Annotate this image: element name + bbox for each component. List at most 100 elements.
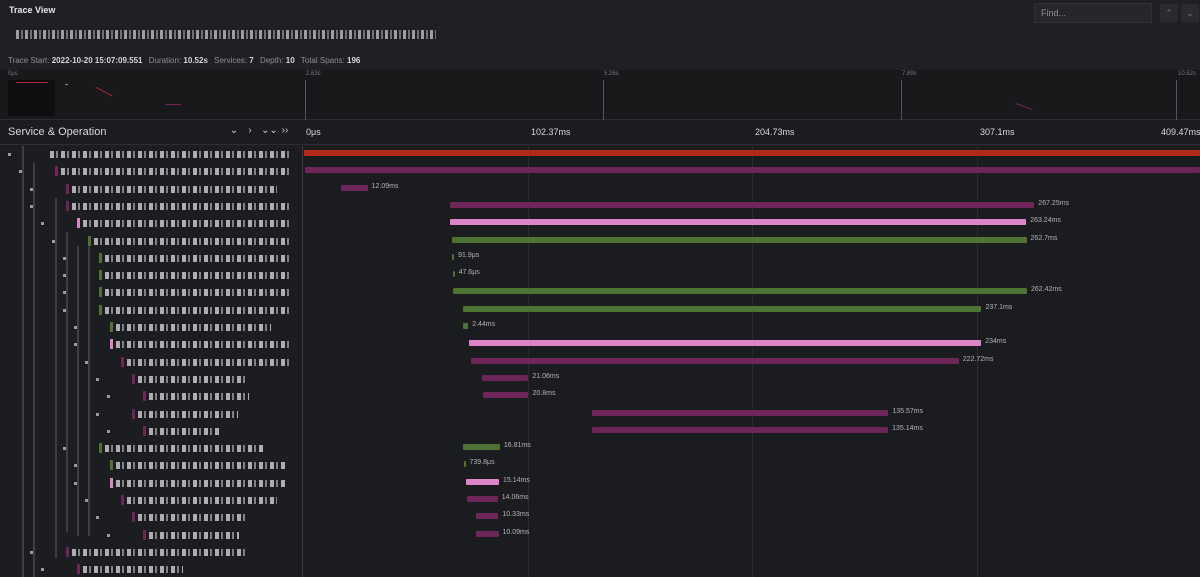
span-bar[interactable] xyxy=(341,184,368,191)
span-bar[interactable] xyxy=(482,392,529,399)
span-duration-label: 12.09ms xyxy=(371,182,399,190)
span-bar[interactable] xyxy=(462,323,469,329)
expand-toggle-icon[interactable] xyxy=(41,222,44,226)
span-tree-row[interactable] xyxy=(0,509,303,526)
span-bar[interactable] xyxy=(465,478,500,485)
minimap-viewport-selection[interactable] xyxy=(8,80,55,116)
expand-toggle-icon[interactable] xyxy=(96,516,99,520)
trace-header: Trace View ⌃ ⌄ Trace Start: 2022-10-20 1… xyxy=(0,0,1200,70)
span-bar[interactable] xyxy=(482,374,529,381)
span-bar[interactable] xyxy=(450,219,1027,226)
span-tree-row[interactable] xyxy=(0,406,303,423)
span-bar[interactable] xyxy=(305,167,1200,174)
service-operation-label-redacted xyxy=(149,427,219,435)
span-tree-row[interactable] xyxy=(0,284,303,301)
span-tree-row[interactable] xyxy=(0,319,303,336)
span-tree-row[interactable] xyxy=(0,423,303,440)
span-tree-row[interactable] xyxy=(0,198,303,215)
span-bar[interactable] xyxy=(304,150,1200,156)
span-tree-row[interactable] xyxy=(0,440,303,457)
expand-toggle-icon[interactable] xyxy=(30,204,33,208)
collapse-all-button[interactable]: ⌄⌄ xyxy=(261,125,278,136)
expand-toggle-icon[interactable] xyxy=(96,377,99,381)
span-tree-row[interactable] xyxy=(0,233,303,250)
span-tree-row[interactable] xyxy=(0,388,303,405)
span-duration-label: 20.8ms xyxy=(532,390,556,398)
span-tree-row[interactable] xyxy=(0,336,303,353)
service-operation-label-redacted xyxy=(116,462,286,470)
expand-toggle-icon[interactable] xyxy=(8,153,11,156)
expand-toggle-icon[interactable] xyxy=(74,326,77,329)
expand-toggle-icon[interactable] xyxy=(41,568,44,572)
service-operation-title: Service & Operation xyxy=(8,126,107,138)
span-bar[interactable] xyxy=(463,444,500,451)
expand-toggle-icon[interactable] xyxy=(30,187,33,191)
expand-toggle-icon[interactable] xyxy=(52,239,55,243)
span-tree-row[interactable] xyxy=(0,561,303,577)
span-bar[interactable] xyxy=(449,201,1035,208)
expand-toggle-icon[interactable] xyxy=(85,360,88,364)
find-input[interactable] xyxy=(1034,3,1152,23)
span-duration-label: 15.14ms xyxy=(503,476,530,484)
trace-minimap[interactable]: 0μs 2.63s 5.26s 7.89s 10.52s xyxy=(0,70,1200,120)
expand-toggle-icon[interactable] xyxy=(74,481,77,485)
service-operation-label-redacted xyxy=(105,254,290,262)
span-tree-row[interactable] xyxy=(0,181,303,198)
expand-toggle-icon[interactable] xyxy=(107,533,110,537)
minimap-span xyxy=(65,84,68,85)
span-bar[interactable] xyxy=(467,496,498,502)
span-tree-row[interactable] xyxy=(0,457,303,474)
expand-toggle-icon[interactable] xyxy=(85,499,88,502)
span-bar[interactable] xyxy=(452,253,455,260)
span-tree-row[interactable] xyxy=(0,371,303,388)
span-tree-row[interactable] xyxy=(0,267,303,284)
expand-toggle-icon[interactable] xyxy=(74,464,77,468)
span-duration-label: 14.06ms xyxy=(501,494,529,501)
span-bar[interactable] xyxy=(463,461,466,468)
service-color-marker xyxy=(143,529,146,540)
expand-toggle-icon[interactable] xyxy=(63,291,66,295)
span-tree-row[interactable] xyxy=(0,544,303,561)
expand-toggle-icon[interactable] xyxy=(63,274,66,278)
span-tree-row[interactable] xyxy=(0,250,303,267)
next-result-button[interactable]: ⌄ xyxy=(1181,4,1199,22)
expand-toggle-icon[interactable] xyxy=(74,343,77,347)
span-bar[interactable] xyxy=(469,340,982,347)
expand-toggle-icon[interactable] xyxy=(96,412,99,416)
service-color-marker xyxy=(110,339,113,350)
span-duration-label: 135.14ms xyxy=(892,424,923,432)
span-tree-row[interactable] xyxy=(0,475,303,492)
span-tree-row[interactable] xyxy=(0,163,303,180)
span-bar[interactable] xyxy=(591,409,889,416)
span-tree-row[interactable] xyxy=(0,492,303,509)
span-bar[interactable] xyxy=(592,426,889,433)
minimap-divider xyxy=(901,80,902,120)
expand-toggle-icon[interactable] xyxy=(63,256,66,260)
span-tree-row[interactable] xyxy=(0,302,303,319)
span-bar[interactable] xyxy=(476,530,499,537)
expand-toggle-icon[interactable] xyxy=(30,550,33,554)
expand-toggle-icon[interactable] xyxy=(107,429,110,433)
expand-toggle-icon[interactable] xyxy=(19,170,22,174)
prev-result-button[interactable]: ⌃ xyxy=(1160,4,1178,22)
expand-toggle-icon[interactable] xyxy=(63,308,66,312)
span-tree-row[interactable] xyxy=(0,527,303,544)
span-bar[interactable] xyxy=(452,271,455,278)
service-operation-label-redacted xyxy=(138,410,238,418)
expand-all-button[interactable]: ›› xyxy=(281,125,289,136)
expand-toggle-icon[interactable] xyxy=(107,395,110,399)
span-bar[interactable] xyxy=(471,357,959,364)
span-bar[interactable] xyxy=(452,288,1028,295)
service-operation-label-redacted xyxy=(50,151,290,158)
expand-toggle-icon[interactable] xyxy=(63,447,66,451)
span-bar[interactable] xyxy=(462,305,982,312)
services-label: Services: xyxy=(214,56,248,65)
collapse-one-button[interactable]: ⌄ xyxy=(229,125,239,136)
span-bar[interactable] xyxy=(451,236,1027,243)
span-bar[interactable] xyxy=(475,513,499,520)
span-tree-row[interactable] xyxy=(0,354,303,371)
expand-one-button[interactable]: › xyxy=(248,125,252,136)
span-tree-row[interactable] xyxy=(0,215,303,232)
span-tree-row[interactable] xyxy=(0,146,303,163)
